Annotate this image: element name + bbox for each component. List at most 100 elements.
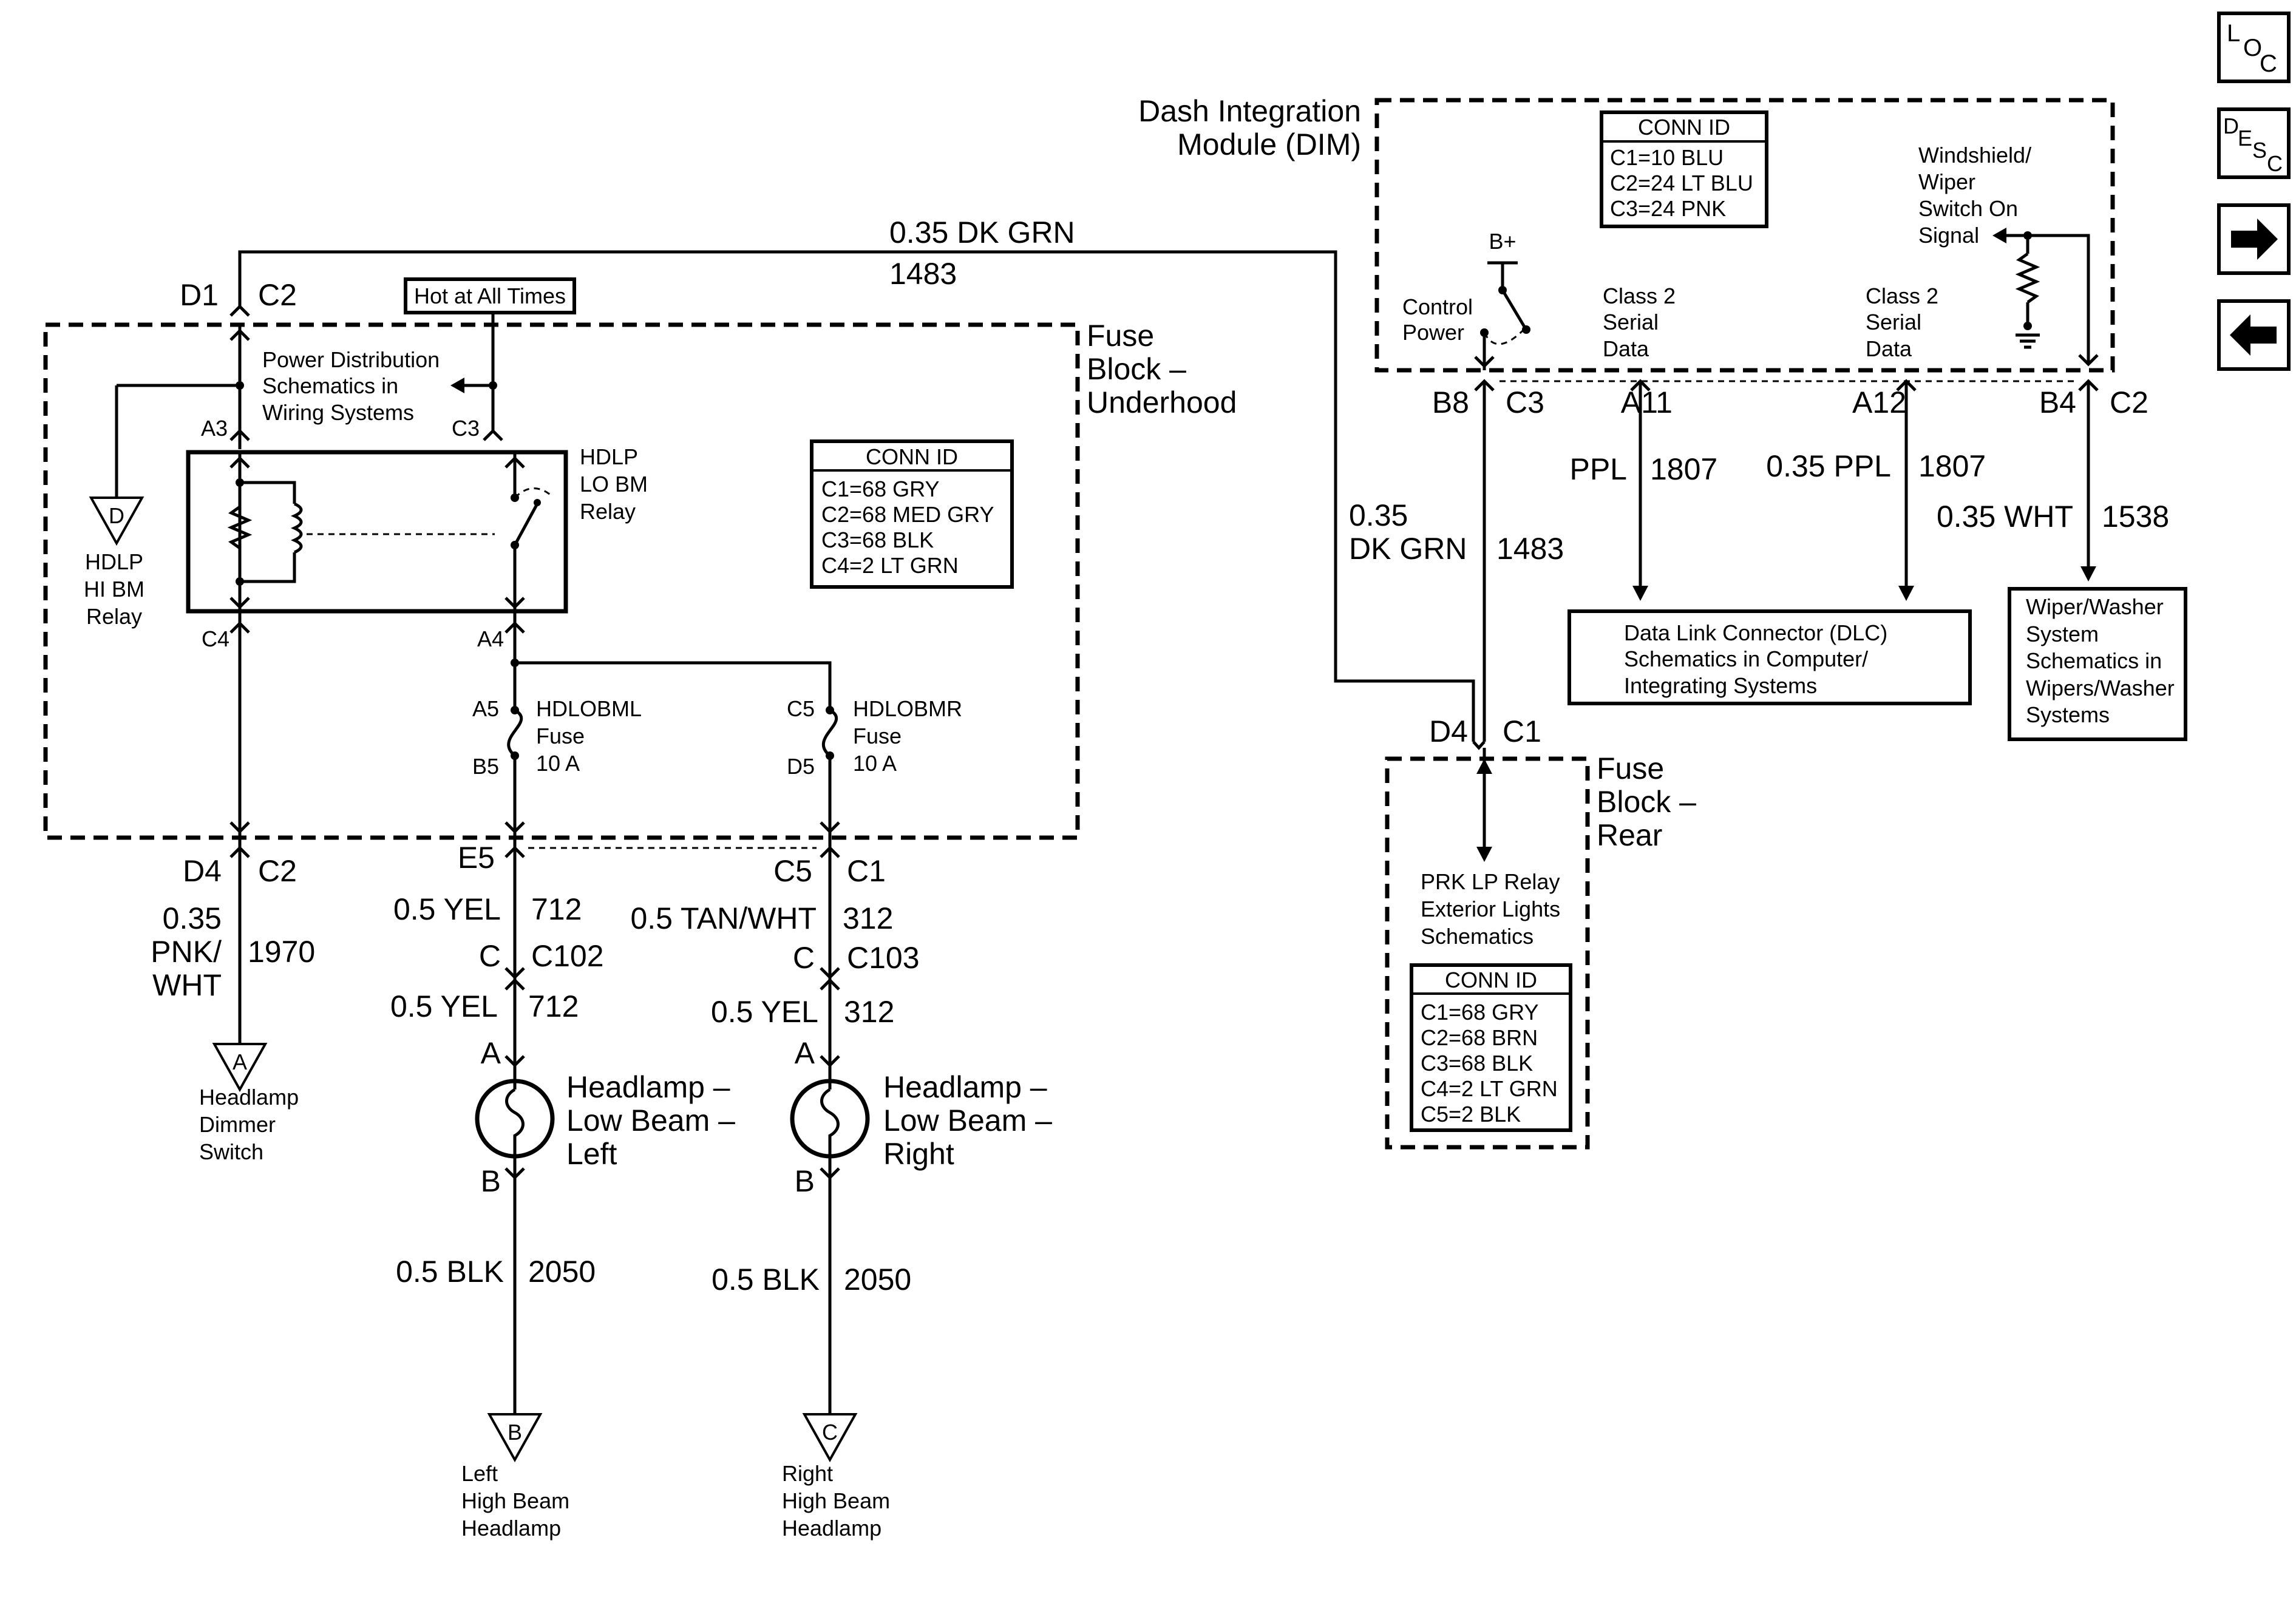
class2-right-2: Serial	[1866, 310, 1921, 334]
offpage-a-letter: A	[233, 1049, 247, 1074]
control-power-2: Power	[1402, 320, 1464, 345]
wire-1970-circuit: 1970	[248, 935, 315, 969]
conn-fbu-line-2: C2=68 MED GRY	[821, 502, 994, 527]
pin-d4-rear: D4	[1429, 714, 1468, 748]
fuse-left-3: 10 A	[536, 751, 580, 776]
fuse-block-underhood-outline	[43, 322, 1080, 840]
offpage-a: A Headlamp Dimmer Switch	[199, 1043, 299, 1164]
next-page-button[interactable]	[2217, 203, 2291, 275]
desc-letter-d: D	[2223, 114, 2239, 138]
wire-a11-color: PPL	[1569, 452, 1627, 486]
pin-b4: B4	[2039, 385, 2076, 419]
offpage-c: C Right High Beam Headlamp	[782, 1413, 890, 1541]
fuse-block-rear-outline	[1385, 756, 1590, 1150]
class2-right-1: Class 2	[1866, 283, 1938, 308]
desc-button[interactable]: D E S C	[2217, 107, 2291, 179]
pin-c1-bot: C1	[847, 854, 886, 888]
lo-relay-3: Relay	[580, 499, 636, 524]
dim-class2-labels: Class 2 Serial Data Class 2 Serial Data	[1603, 283, 1938, 361]
wire-1970-color-3: WHT	[152, 968, 222, 1002]
fuse-block-underhood-title-3: Underhood	[1087, 385, 1237, 419]
wiper-box-2: System	[2026, 622, 2099, 646]
previous-page-button[interactable]	[2217, 299, 2291, 371]
headlamp-left-1: Headlamp –	[566, 1070, 730, 1104]
fuse-left-2: Fuse	[536, 724, 585, 748]
hot-label: Hot at All Times	[414, 283, 566, 308]
wire-1483-top: 0.35 DK GRN 1483 D1 C2	[180, 215, 1475, 742]
pin-c103: C103	[847, 941, 920, 975]
offpage-b-letter: B	[508, 1420, 522, 1445]
offpage-b: B Left High Beam Headlamp	[461, 1413, 569, 1541]
wire-b4-color: 0.35 WHT	[1937, 500, 2073, 534]
wire-1483-b8: 0.35 DK GRN 1483	[1349, 379, 1564, 750]
pin-c-right: C	[793, 941, 815, 975]
pin-d1: D1	[180, 278, 219, 312]
wire-2050-color-right: 0.5 BLK	[712, 1263, 820, 1297]
wire-1807-a11: PPL 1807	[1569, 379, 1717, 601]
desc-letter-c: C	[2267, 151, 2283, 176]
wire-1538-b4: 0.35 WHT 1538	[1937, 379, 2169, 581]
conn-fbu-line-3: C3=68 BLK	[821, 527, 934, 552]
wire-312-color-2: 0.5 YEL	[711, 995, 818, 1029]
hi-relay-1: HDLP	[85, 549, 143, 574]
desc-letter-e: E	[2238, 126, 2252, 151]
pin-e5: E5	[458, 841, 495, 875]
power-dist-1: Power Distribution	[262, 347, 440, 372]
wire-b8-circuit: 1483	[1496, 532, 1564, 566]
loc-letter-l: L	[2227, 20, 2240, 47]
power-dist-2: Schematics in	[262, 373, 398, 398]
offpage-d: D HDLP HI BM Relay	[84, 497, 144, 629]
fuse-right-3: 10 A	[853, 751, 897, 776]
wire-1970-color-2: PNK/	[151, 935, 222, 969]
dimmer-3: Switch	[199, 1139, 263, 1164]
left-hi-3: Headlamp	[461, 1516, 561, 1541]
wire-1483-circuit: 1483	[889, 257, 957, 291]
wire-712-circuit-1: 712	[531, 892, 582, 926]
fuse-block-underhood: Fuse Block – Underhood	[43, 319, 1237, 840]
wire-1970: C4 D4 C2 0.35 PNK/ WHT 1970	[151, 611, 315, 1045]
wiper-signal-1: Windshield/	[1918, 143, 2031, 168]
dash-integration-module: Dash Integration Module (DIM)	[1138, 94, 2115, 373]
power-dist-3: Wiring Systems	[262, 400, 414, 425]
fuse-right-1: HDLOBMR	[853, 696, 962, 721]
pin-a4: A4	[477, 626, 504, 651]
wire-2050-circuit-left: 2050	[528, 1255, 596, 1289]
conn-fbr-line-5: C5=2 BLK	[1421, 1102, 1521, 1127]
fuse-block-rear-internal: D4 C1 PRK LP Relay Exterior Lights Schem…	[1421, 714, 1560, 949]
conn-fbu-line-4: C4=2 LT GRN	[821, 553, 959, 578]
wire-1483-color: 0.35 DK GRN	[889, 215, 1075, 249]
pin-b-right: B	[795, 1164, 815, 1198]
conn-dim-line-2: C2=24 LT BLU	[1610, 171, 1753, 195]
wire-312-circuit-1: 312	[843, 901, 893, 935]
prk-2: Exterior Lights	[1421, 897, 1560, 921]
fuse-right-2: Fuse	[853, 724, 902, 748]
fuse-block-underhood-title-1: Fuse	[1087, 319, 1154, 353]
conn-id-fbr: CONN ID C1=68 GRY C2=68 BRN C3=68 BLK C4…	[1410, 963, 1572, 1132]
conn-fbu-line-1: C1=68 GRY	[821, 476, 939, 501]
dimmer-1: Headlamp	[199, 1085, 299, 1110]
pin-c5-inner: C5	[787, 696, 815, 721]
wiper-signal-4: Signal	[1918, 223, 1979, 248]
dim-title-1: Dash Integration	[1138, 94, 1361, 128]
pin-a11: A11	[1621, 385, 1673, 419]
loc-button[interactable]: L O C	[2217, 12, 2291, 83]
wire-left-vertical: A3	[115, 325, 250, 497]
left-low-beam-circuit: E5 0.5 YEL 712 C C102 0.5 YEL 712 A B He…	[390, 838, 735, 1414]
dim-exit-pins: B8 C3 A11 A12 B4 C2	[1432, 380, 2148, 419]
wire-312-circuit-2: 312	[844, 995, 894, 1029]
dim-outline	[1374, 98, 2115, 373]
conn-id-dim: CONN ID C1=10 BLU C2=24 LT BLU C3=24 PNK	[1600, 110, 1768, 228]
conn-dim-header: CONN ID	[1638, 115, 1730, 140]
prk-1: PRK LP Relay	[1421, 869, 1560, 894]
pin-a-right: A	[795, 1036, 815, 1070]
headlamp-right-1: Headlamp –	[883, 1070, 1047, 1104]
left-hi-1: Left	[461, 1461, 498, 1486]
wire-b8-color-1: 0.35	[1349, 498, 1408, 532]
fuse-block-rear-title-3: Rear	[1597, 818, 1662, 852]
wiper-washer-box: Wiper/Washer System Schematics in Wipers…	[2008, 587, 2187, 741]
wire-a12-circuit: 1807	[1918, 449, 1986, 483]
fuse-block-rear-title-2: Block –	[1597, 785, 1696, 819]
headlamp-left-3: Left	[566, 1137, 617, 1171]
conn-dim-line-1: C1=10 BLU	[1610, 145, 1724, 170]
